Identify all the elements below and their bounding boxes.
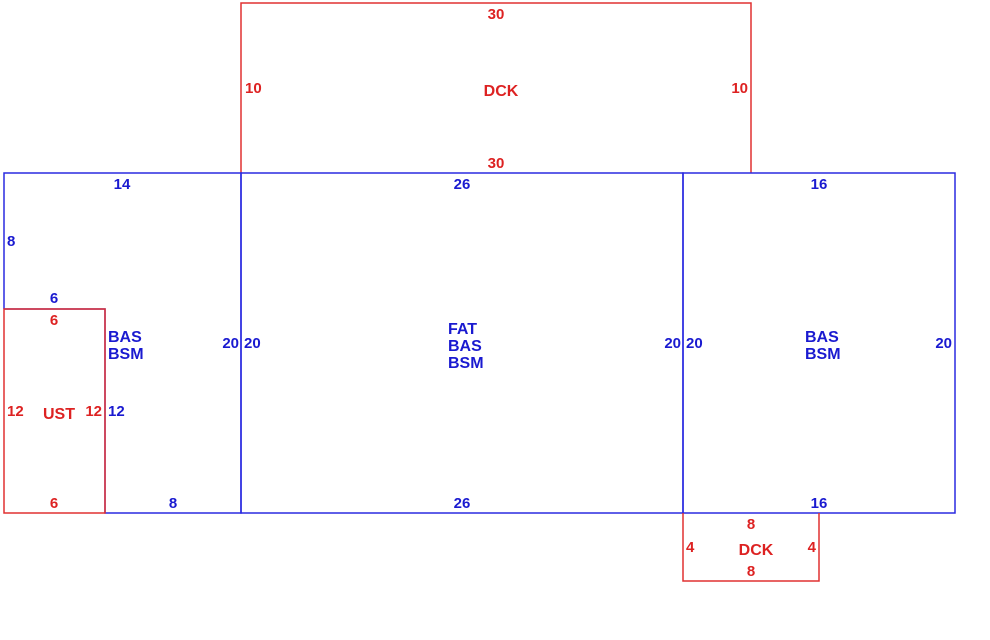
front-deck-bottom-dimension: 8 <box>747 563 755 580</box>
east-wing-area-label-1: BAS <box>805 329 839 346</box>
rear-deck-top-dimension: 30 <box>488 6 505 23</box>
front-deck-right-dimension: 4 <box>808 539 817 556</box>
west-wing-notch-dimension: 6 <box>50 290 58 307</box>
east-wing-top-dimension: 16 <box>811 176 828 193</box>
center-right-dimension: 20 <box>664 335 681 352</box>
utility-left-dimension: 12 <box>7 403 24 420</box>
west-wing-left-dimension: 8 <box>7 233 15 250</box>
center-area-label-2: BAS <box>448 338 482 355</box>
utility-bottom-dimension: 6 <box>50 495 58 512</box>
west-wing-right-dimension: 20 <box>222 335 239 352</box>
east-wing-area-label-2: BSM <box>805 346 841 363</box>
west-wing-top-dimension: 14 <box>114 176 131 193</box>
center-top-dimension: 26 <box>454 176 471 193</box>
front-deck-outline <box>682 513 820 582</box>
utility-right-dimension: 12 <box>85 403 102 420</box>
center-bottom-dimension: 26 <box>454 495 471 512</box>
west-wing-area-label-2: BSM <box>108 346 144 363</box>
center-area-label-3: BSM <box>448 355 484 372</box>
rear-deck-bottom-dimension: 30 <box>488 155 505 172</box>
center-area-label-1: FAT <box>448 321 477 338</box>
east-wing-right-dimension: 20 <box>935 335 952 352</box>
front-deck-top-dimension: 8 <box>747 516 755 533</box>
west-wing-step-dimension: 12 <box>108 403 125 420</box>
front-deck-area-label: DCK <box>739 542 774 559</box>
front-deck-left-dimension: 4 <box>686 539 695 556</box>
utility-storage-outline <box>3 308 106 514</box>
center-left-dimension: 20 <box>244 335 261 352</box>
rear-deck-right-dimension: 10 <box>731 80 748 97</box>
west-wing-bottom-dimension: 8 <box>169 495 177 512</box>
rear-deck-left-dimension: 10 <box>245 80 262 97</box>
utility-top-dimension: 6 <box>50 312 58 329</box>
west-wing-area-label-1: BAS <box>108 329 142 346</box>
rear-deck-area-label: DCK <box>484 83 519 100</box>
rear-deck-outline <box>240 2 752 173</box>
east-wing-bottom-dimension: 16 <box>811 495 828 512</box>
east-wing-left-dimension: 20 <box>686 335 703 352</box>
utility-area-label: UST <box>43 406 75 423</box>
